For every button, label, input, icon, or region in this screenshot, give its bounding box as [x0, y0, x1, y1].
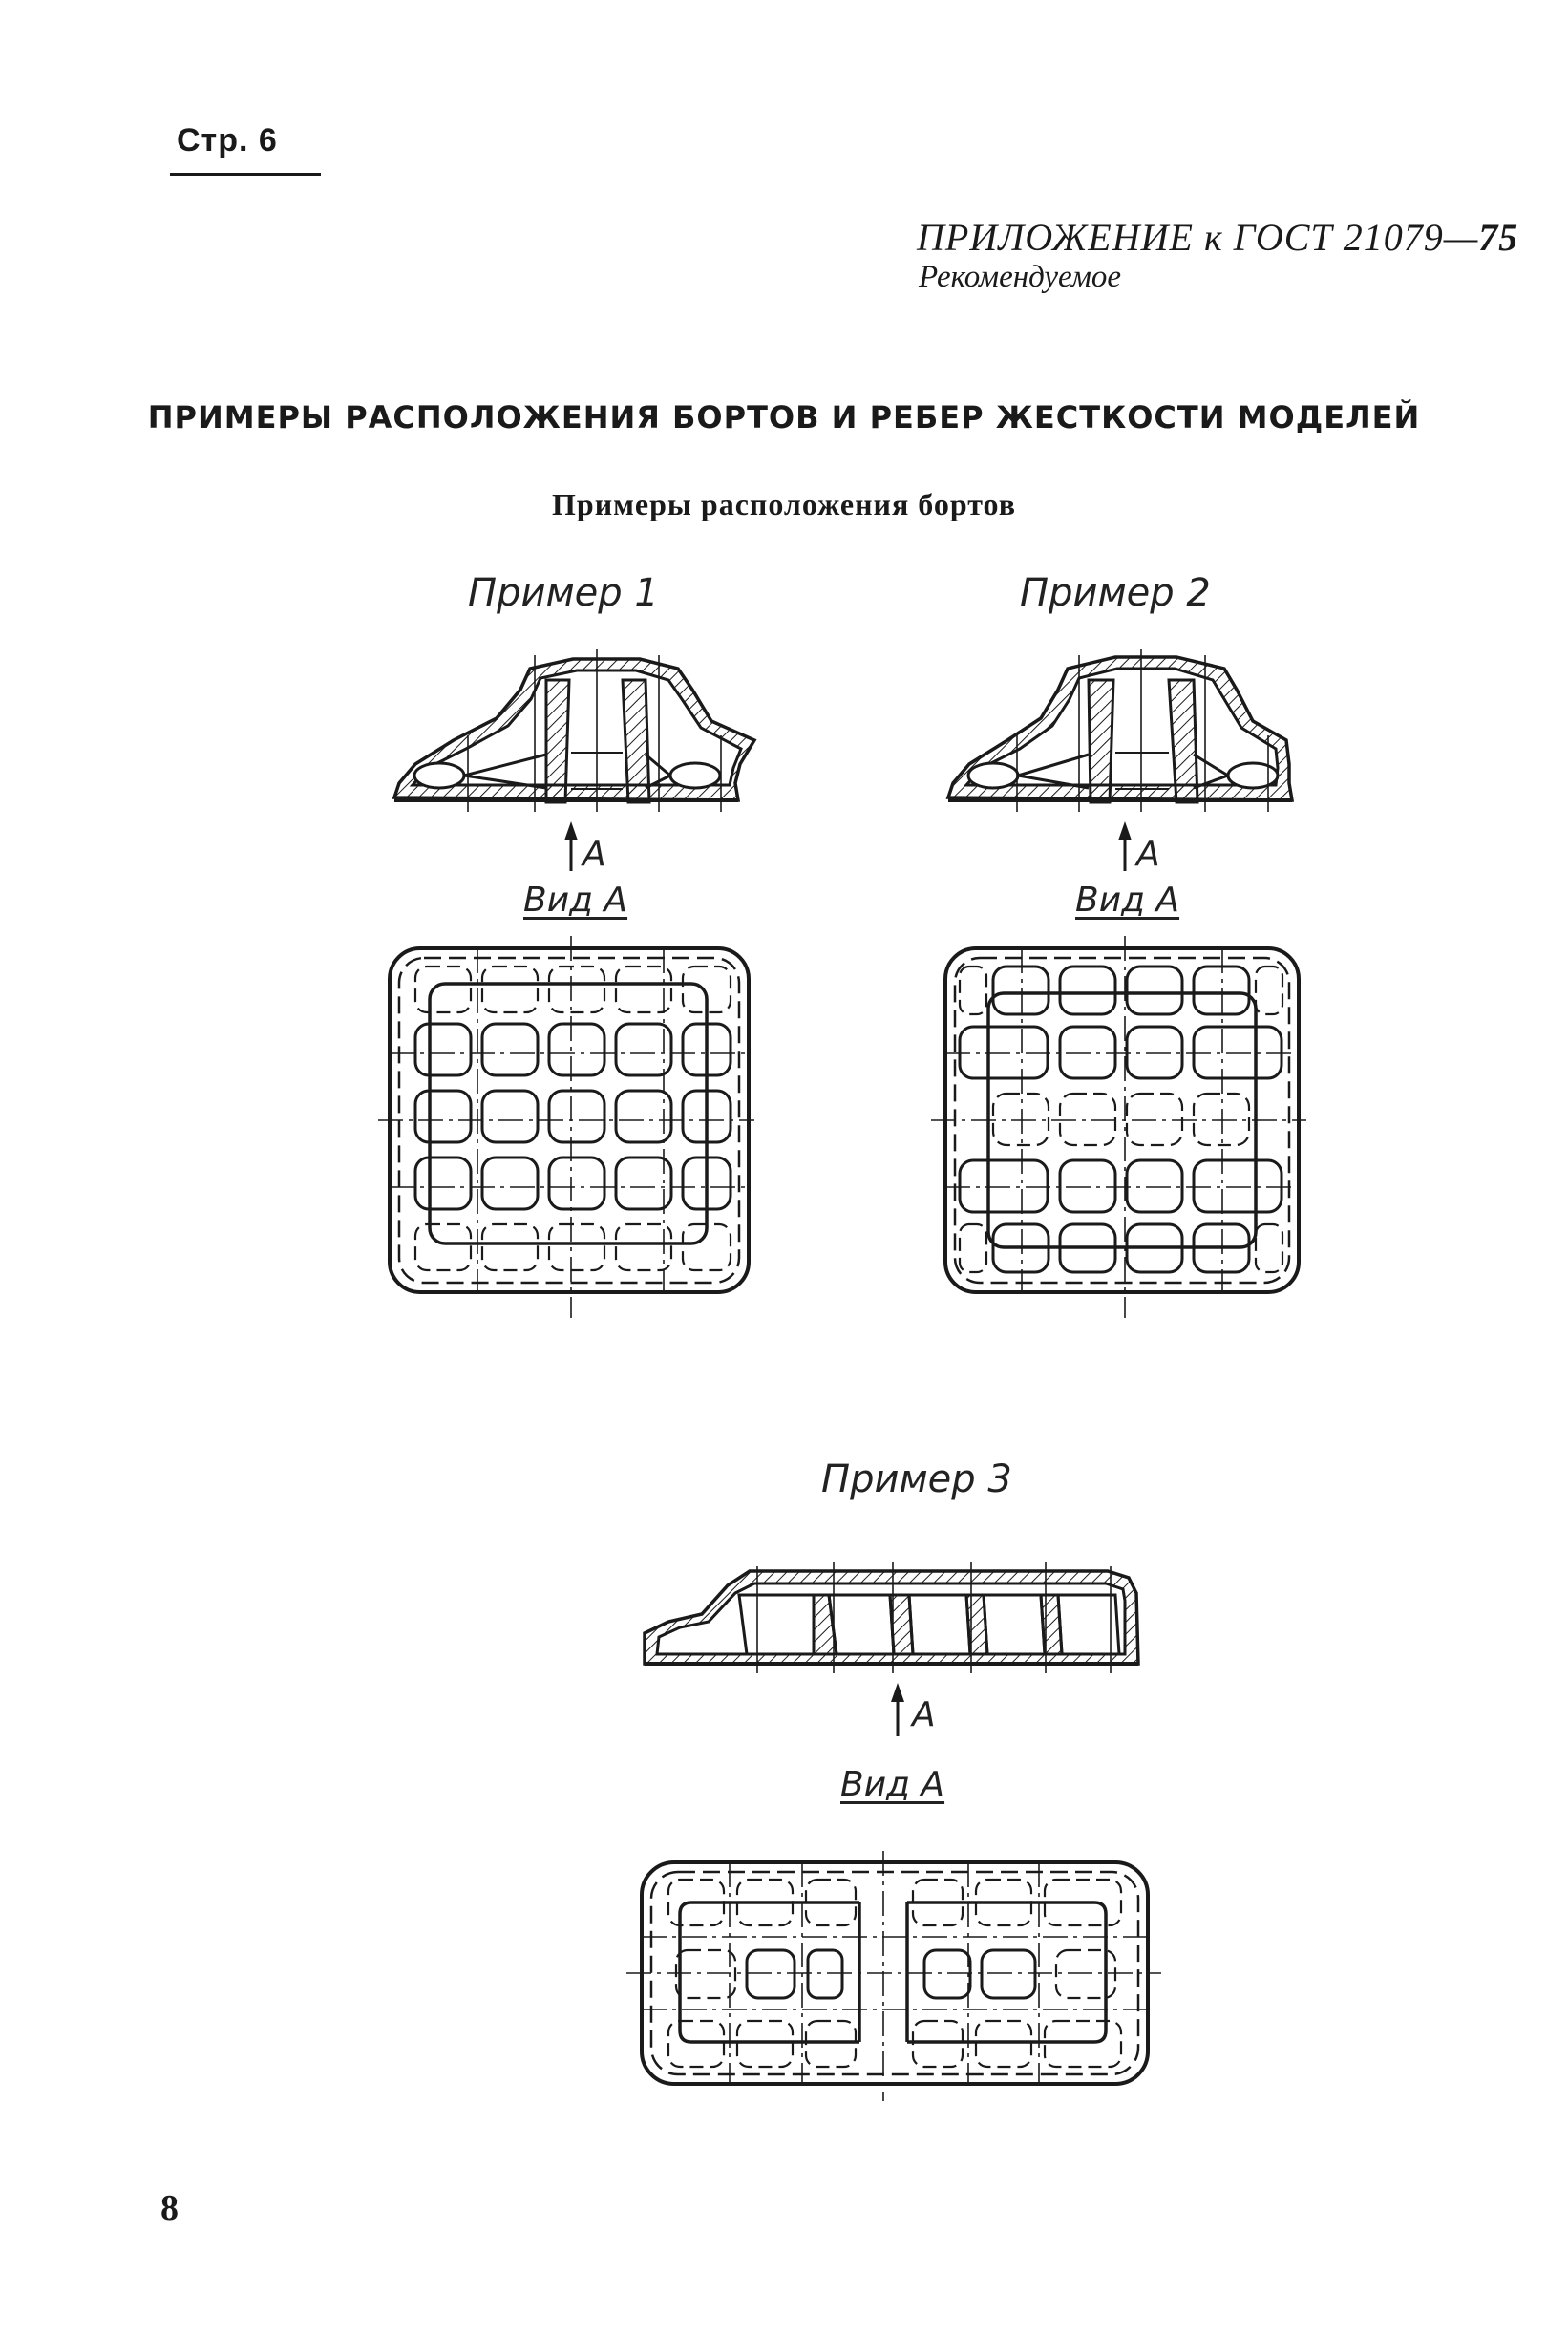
example-3-plan-view — [626, 1851, 1161, 2101]
page-number-underline — [170, 173, 321, 176]
example-3-view-arrow — [891, 1683, 904, 1736]
example-1-plan-view — [378, 936, 754, 1318]
example-2-arrow-label: А — [1136, 835, 1160, 874]
example-1-arrow-label: А — [583, 835, 606, 874]
example-3-arrow-label: А — [912, 1695, 936, 1734]
example-2-plan-view — [931, 936, 1306, 1318]
page-number: Стр. 6 — [177, 122, 278, 159]
example-2-label: Пример 2 — [1020, 571, 1211, 615]
example-1-view-label: Вид А — [523, 881, 628, 920]
folio-number: 8 — [160, 2188, 179, 2228]
annex-year: 75 — [1478, 216, 1519, 259]
example-3-view-label: Вид А — [840, 1765, 945, 1804]
page-title: ПРИМЕРЫ РАСПОЛОЖЕНИЯ БОРТОВ И РЕБЕР ЖЕСТ… — [147, 399, 1421, 436]
example-3-section-drawing — [643, 1562, 1140, 1673]
section-subtitle: Примеры расположения бортов — [552, 487, 1016, 521]
example-2-section-drawing — [945, 649, 1295, 812]
example-2-view-label: Вид А — [1075, 881, 1180, 920]
annex-status: Рекомендуемое — [919, 260, 1122, 294]
example-3-label: Пример 3 — [821, 1457, 1012, 1501]
example-1-view-arrow — [564, 821, 578, 871]
annex-heading: ПРИЛОЖЕНИЕ к ГОСТ 21079—75 — [917, 215, 1518, 260]
example-1-section-drawing — [392, 649, 757, 812]
example-2-view-arrow — [1118, 821, 1132, 871]
annex-prefix: ПРИЛОЖЕНИЕ к ГОСТ 21079— — [917, 216, 1479, 259]
example-1-label: Пример 1 — [468, 571, 659, 615]
